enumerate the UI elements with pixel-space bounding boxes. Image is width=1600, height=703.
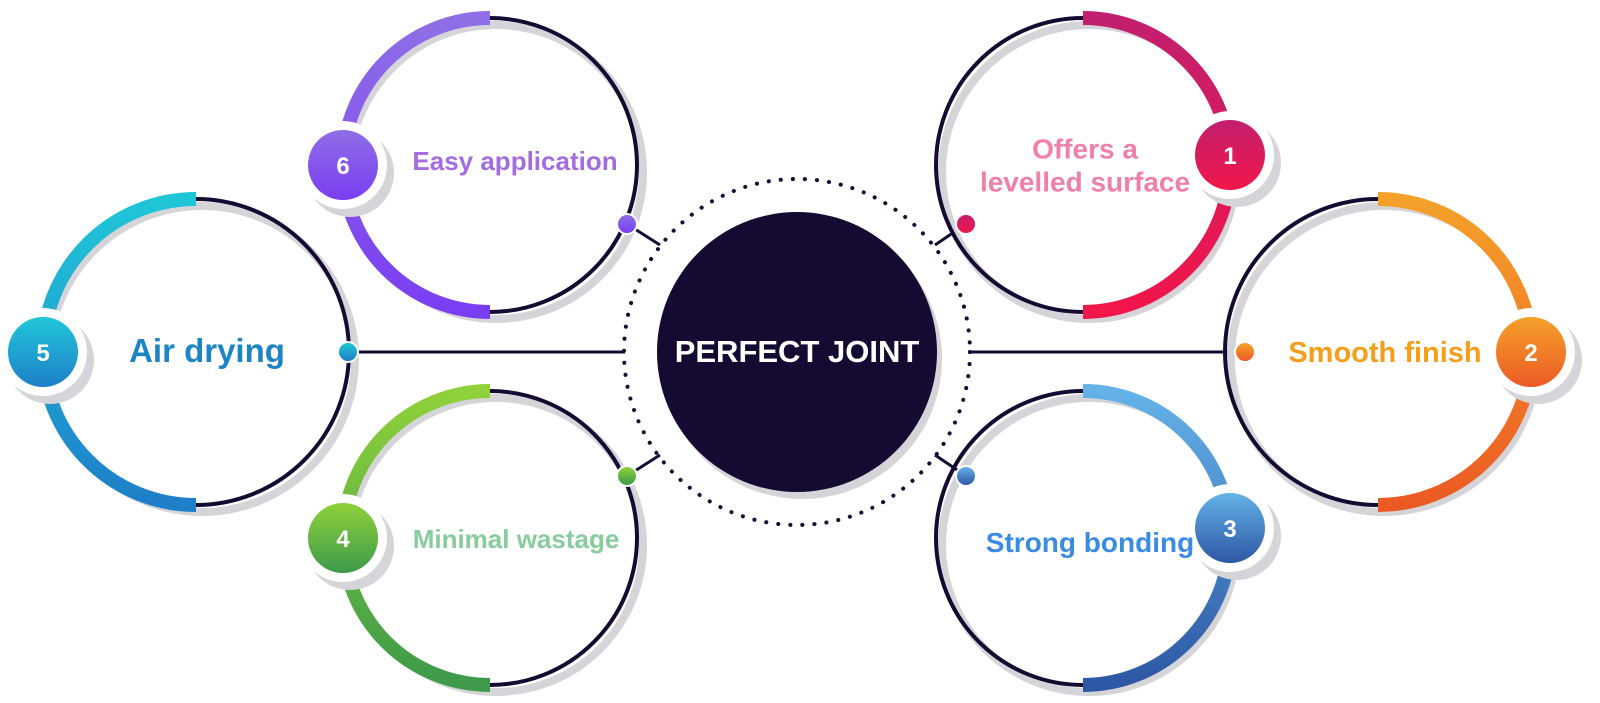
ring-6-arc-dark bbox=[489, 16, 639, 314]
feature-1-label-line: levelled surface bbox=[980, 167, 1190, 198]
dot-5 bbox=[339, 343, 357, 361]
badge-4 bbox=[308, 503, 378, 573]
feature-1-label-line: Offers a bbox=[1032, 133, 1138, 164]
feature-3-label-line: Strong bonding bbox=[986, 527, 1194, 558]
feature-2-label-line: Smooth finish bbox=[1288, 337, 1481, 369]
feature-5: 5 Air drying bbox=[0, 192, 359, 516]
center-circle bbox=[657, 212, 937, 492]
badge-5 bbox=[8, 317, 78, 387]
badge-6-number: 6 bbox=[336, 153, 349, 180]
feature-3: 3 Strong bonding bbox=[934, 384, 1281, 696]
dot-2 bbox=[1236, 343, 1254, 361]
feature-4: 4 Minimal wastage bbox=[299, 384, 647, 696]
feature-5-label-line: Air drying bbox=[129, 332, 285, 369]
ring-4-arc-dark bbox=[489, 389, 639, 687]
badge-2 bbox=[1496, 317, 1566, 387]
badge-3-number: 3 bbox=[1223, 516, 1236, 543]
badge-4-number: 4 bbox=[336, 526, 350, 553]
badge-2-number: 2 bbox=[1524, 340, 1537, 367]
ring-1-arc-dark bbox=[934, 16, 1084, 314]
badge-3 bbox=[1195, 493, 1265, 563]
center-label: PERFECT JOINT bbox=[675, 334, 920, 369]
feature-6-label-line: Easy application bbox=[412, 146, 617, 176]
feature-4-label-line: Minimal wastage bbox=[413, 524, 620, 554]
center-hub: PERFECT JOINT bbox=[622, 177, 972, 527]
ring-3-arc-dark bbox=[934, 389, 1084, 687]
badge-6 bbox=[308, 130, 378, 200]
feature-6: 6 Easy application bbox=[299, 11, 647, 323]
badge-5-number: 5 bbox=[36, 340, 49, 367]
dot-6 bbox=[618, 215, 636, 233]
dot-1 bbox=[957, 215, 975, 233]
badge-1-number: 1 bbox=[1223, 143, 1236, 170]
feature-2: 2 Smooth finish bbox=[1223, 192, 1582, 516]
dot-3 bbox=[957, 467, 975, 485]
center-dotted-ring bbox=[622, 177, 972, 527]
ring-2-arc-dark bbox=[1223, 197, 1379, 507]
badge-1 bbox=[1195, 120, 1265, 190]
dot-4 bbox=[618, 467, 636, 485]
